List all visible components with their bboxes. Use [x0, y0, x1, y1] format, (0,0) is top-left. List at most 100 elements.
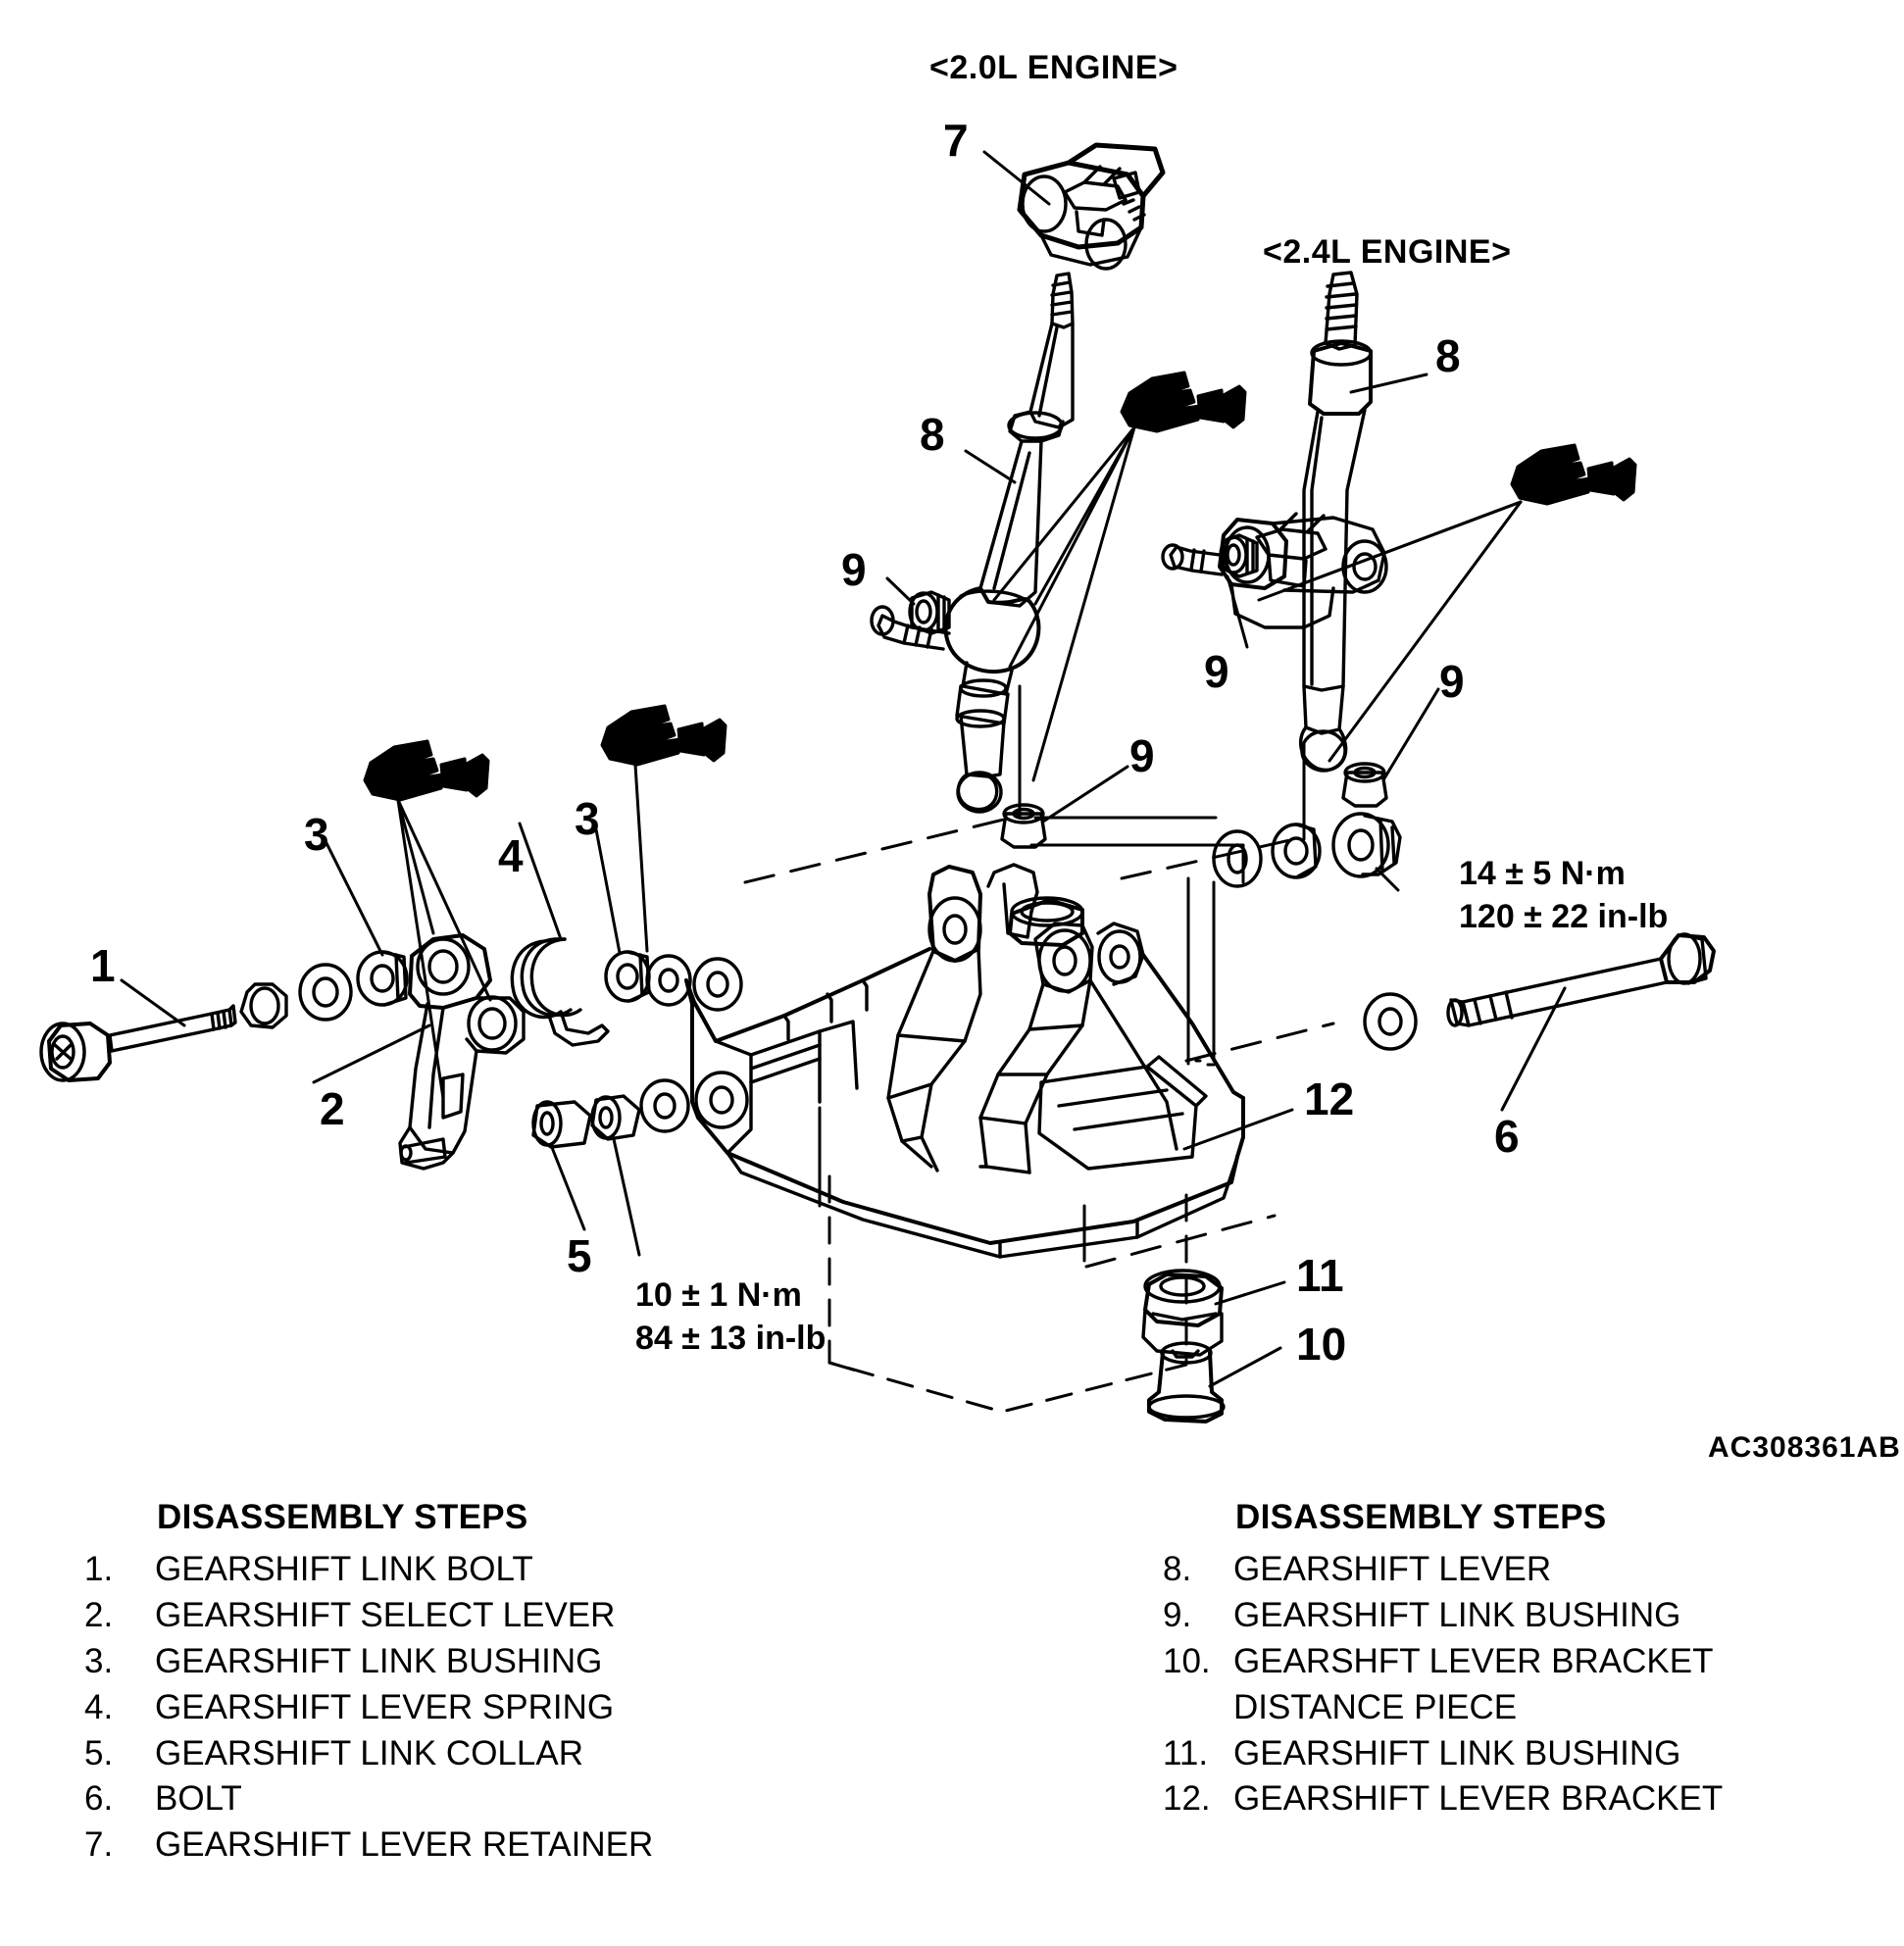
engine-header-2-0l: <2.0L ENGINE> [929, 49, 1178, 86]
part-link-bushing-9c [1219, 533, 1259, 578]
step-item-9: 9. GEARSHIFT LINK BUSHING [1163, 1593, 1888, 1639]
part-retainer-clip-left-b [600, 704, 727, 767]
callout-9-2-0l-side: 9 [841, 544, 867, 595]
callout-10: 10 [1296, 1319, 1347, 1370]
part-bolt-6 [1446, 932, 1716, 1027]
step-item-6: 6. BOLT [84, 1776, 810, 1822]
step-label: GEARSHIFT LEVER SPRING [155, 1687, 615, 1726]
part-washer-lower-b [694, 1071, 749, 1129]
steps-left-title: DISASSEMBLY STEPS [157, 1498, 528, 1536]
step-label: GEARSHIFT LINK BUSHING [1233, 1595, 1681, 1634]
step-item-2: 2. GEARSHIFT SELECT LEVER [84, 1593, 810, 1639]
step-number: 5. [84, 1733, 114, 1772]
part-gearshift-link-bolt [39, 1004, 237, 1082]
part-gearshift-lever-bracket [684, 863, 1245, 1259]
step-label: GEARSHIFT LEVER BRACKET [1233, 1779, 1724, 1819]
steps-right-title: DISASSEMBLY STEPS [1235, 1498, 1607, 1536]
part-link-bushing-9b [1000, 803, 1047, 849]
step-item-3: 3. GEARSHIFT LINK BUSHING [84, 1639, 810, 1685]
callout-3-left: 3 [304, 809, 329, 860]
reference-lines [743, 814, 1335, 1269]
callout-11: 11 [1296, 1250, 1344, 1301]
step-label: GEARSHIFT LINK BUSHING [1233, 1733, 1681, 1772]
part-washer-1a [239, 982, 288, 1029]
step-number: 11. [1163, 1733, 1209, 1772]
callout-4: 4 [498, 830, 524, 881]
step-item-7: 7. GEARSHIFT LEVER RETAINER [84, 1822, 810, 1869]
callout-9-2-4l-side: 9 [1204, 646, 1229, 697]
disassembly-steps-right: DISASSEMBLY STEPS 8. GEARSHIFT LEVER 9. … [1163, 1498, 1888, 1822]
step-label: GEARSHIFT SELECT LEVER [155, 1595, 616, 1634]
leader-rails [818, 684, 1306, 1263]
part-washer-1b [298, 963, 353, 1022]
part-washer-6 [1363, 992, 1418, 1051]
step-item-4: 4. GEARSHIFT LEVER SPRING [84, 1685, 810, 1731]
part-link-bushing-9d [1341, 762, 1388, 808]
part-link-bushing-3-left [356, 950, 409, 1007]
step-label: DISTANCE PIECE [1233, 1687, 1518, 1726]
step-number: 4. [84, 1687, 114, 1726]
part-gearshift-lever-2-0 [870, 272, 1075, 814]
step-number: 8. [1163, 1550, 1192, 1588]
step-label: GEARSHIFT LINK BUSHING [155, 1641, 603, 1680]
step-label: BOLT [155, 1779, 242, 1819]
part-retainer-clip-left-a [363, 739, 490, 802]
torque-spec-lower-left: 10 ± 1 N·m 84 ± 13 in-lb [635, 1274, 826, 1360]
part-gearshift-lever-2-4 [1161, 271, 1388, 773]
torque-spec-upper-right: 14 ± 5 N·m 120 ± 22 in-lb [1459, 853, 1668, 938]
part-retainer-clip-2-0 [1120, 371, 1247, 433]
part-link-bushing-11 [1141, 1269, 1224, 1357]
part-link-bushing-9a [908, 590, 951, 635]
step-label: GEARSHIFT LEVER [1233, 1550, 1552, 1588]
step-item-5: 5. GEARSHIFT LINK COLLAR [84, 1731, 810, 1777]
part-washer-right-a [1212, 829, 1263, 888]
disassembly-steps-left: DISASSEMBLY STEPS 1. GEARSHIFT LINK BOLT… [84, 1498, 810, 1869]
step-item-11: 11. GEARSHIFT LINK BUSHING [1163, 1731, 1888, 1777]
part-gearshift-lever-spring [510, 937, 610, 1047]
callout-9-2-0l-bottom: 9 [1129, 730, 1155, 781]
callout-7: 7 [943, 115, 969, 166]
step-number: 3. [84, 1641, 114, 1680]
torque-imperial-lower: 84 ± 13 in-lb [635, 1319, 827, 1357]
step-number: 7. [84, 1825, 114, 1865]
callout-2: 2 [320, 1083, 345, 1134]
step-item-12: 12. GEARSHIFT LEVER BRACKET [1163, 1776, 1888, 1822]
callout-6: 6 [1494, 1111, 1520, 1162]
part-nut-right [1331, 812, 1402, 878]
step-label: GEARSHFT LEVER BRACKET [1233, 1641, 1714, 1680]
callout-9-2-4l-bottom: 9 [1439, 656, 1465, 707]
step-number: 9. [1163, 1595, 1192, 1634]
step-label: GEARSHIFT LINK BOLT [155, 1550, 533, 1588]
callout-5: 5 [567, 1230, 592, 1281]
step-item-1: 1. GEARSHIFT LINK BOLT [84, 1547, 810, 1593]
engine-header-2-4l: <2.4L ENGINE> [1263, 233, 1512, 271]
step-item-10-continuation: DISTANCE PIECE [1163, 1685, 1888, 1731]
torque-metric-upper: 14 ± 5 N·m [1459, 855, 1626, 892]
torque-imperial-upper: 120 ± 22 in-lb [1459, 897, 1669, 935]
step-label: GEARSHIFT LEVER RETAINER [155, 1825, 654, 1865]
part-link-bushing-3-right [604, 950, 651, 1003]
drawing-code: AC308361AB [1708, 1431, 1901, 1464]
step-number: 10. [1163, 1641, 1211, 1680]
callout-8-2-4l: 8 [1435, 330, 1461, 381]
callout-1: 1 [90, 940, 116, 991]
part-distance-piece-10 [1147, 1341, 1226, 1423]
part-retainer-clip-2-4 [1510, 443, 1637, 506]
hidden-outline-bracket [827, 1174, 1188, 1414]
callout-8-2-0l: 8 [920, 409, 945, 460]
leader-lines [120, 150, 1567, 1388]
callout-12: 12 [1304, 1073, 1355, 1124]
part-washer-lower-a [639, 1078, 690, 1133]
step-number: 2. [84, 1595, 114, 1634]
part-gearshift-select-lever [398, 933, 526, 1171]
part-washer-right-b [1271, 823, 1322, 879]
torque-metric-lower: 10 ± 1 N·m [635, 1276, 802, 1314]
step-item-10: 10. GEARSHFT LEVER BRACKET [1163, 1639, 1888, 1685]
part-nut-lower [590, 1094, 641, 1141]
step-number: 1. [84, 1550, 114, 1588]
step-number: 12. [1163, 1779, 1211, 1819]
step-item-8: 8. GEARSHIFT LEVER [1163, 1547, 1888, 1593]
part-gearshift-lever-retainer [1017, 142, 1166, 271]
